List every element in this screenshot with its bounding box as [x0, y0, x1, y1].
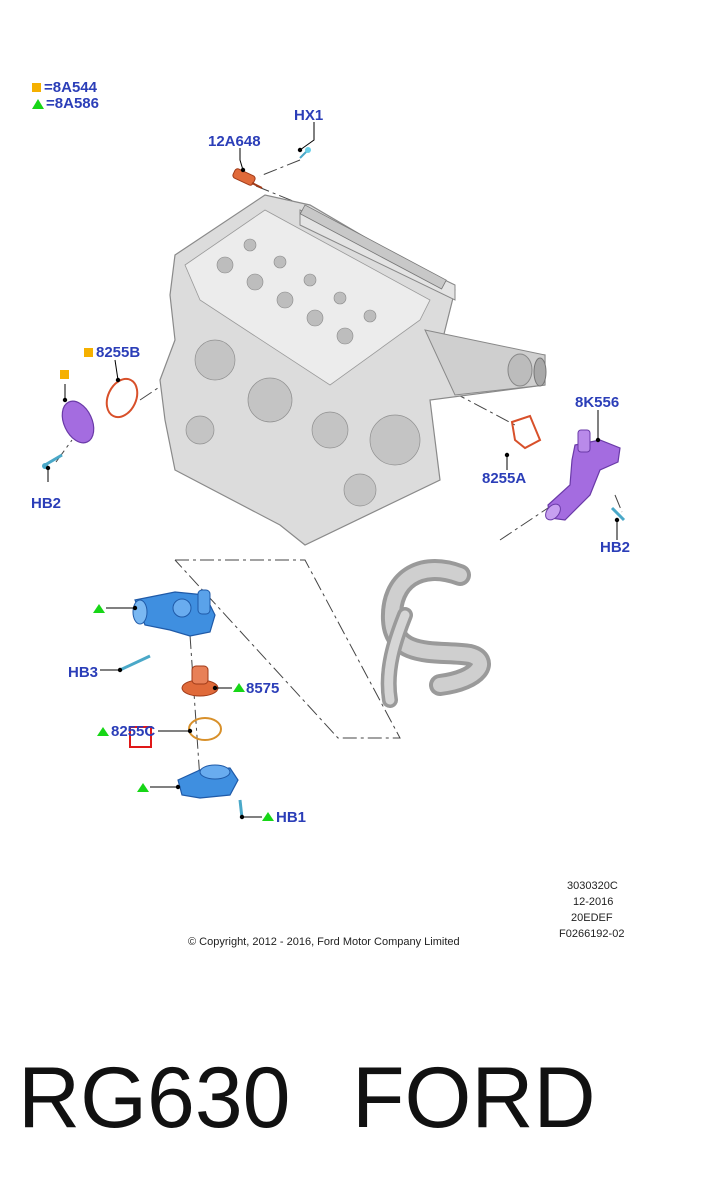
doc-date: 12-2016 [573, 896, 614, 908]
leader-line [189, 634, 201, 781]
label-hb2-right: HB2 [600, 539, 631, 556]
label-8575: 8575 [246, 680, 280, 697]
triangle-marker [93, 604, 105, 613]
label-8k556: 8K556 [575, 394, 620, 411]
bolt-hb2-left [42, 453, 63, 469]
triangle-marker [233, 683, 245, 692]
label-hb2-left: HB2 [31, 495, 62, 512]
triangle-marker [137, 783, 149, 792]
highlight-box [129, 726, 152, 748]
doc-code: 20EDEF [571, 912, 613, 924]
leader-line [429, 379, 516, 426]
brand-name: FORD [352, 1050, 596, 1146]
lower-housing [177, 764, 239, 799]
gasket-8255b [105, 377, 139, 419]
doc-figure: F0266192-02 [559, 928, 625, 940]
square-marker [32, 83, 41, 92]
label-hb1: HB1 [276, 809, 307, 826]
part-number: RG630 [18, 1050, 291, 1146]
leader-line [174, 559, 401, 739]
triangle-marker [262, 812, 274, 821]
triangle-marker [97, 727, 109, 736]
legend-square-code: 8A544 [52, 79, 97, 96]
square-marker [84, 348, 93, 357]
label-hb3: HB3 [68, 664, 99, 681]
doc-ref: 3030320C [567, 880, 618, 892]
outlet-8k556 [545, 429, 621, 521]
thermostat-8575 [181, 665, 219, 697]
label-8255c: 8255C [111, 723, 156, 740]
exploded-parts-diagram [42, 122, 626, 821]
cover-plate [61, 400, 95, 444]
triangle-marker [32, 99, 44, 109]
bolt-hb2-right [610, 506, 626, 522]
sensor-12a648 [232, 168, 263, 189]
engine-block [159, 194, 547, 546]
leader-line [614, 494, 623, 513]
label-12a648: 12A648 [208, 133, 261, 150]
thermostat-housing [132, 589, 216, 637]
bolt-hb3 [119, 654, 151, 672]
pin-hx1 [299, 147, 311, 159]
copyright-text: © Copyright, 2012 - 2016, Ford Motor Com… [188, 936, 460, 948]
label-8255a: 8255A [482, 470, 527, 487]
gasket-8255a [510, 414, 542, 450]
label-hx1: HX1 [294, 107, 324, 124]
legend-square-row: =8A544 [32, 80, 97, 95]
legend-triangle-code: 8A586 [54, 95, 99, 112]
square-marker [60, 370, 69, 379]
leader-line [259, 159, 301, 177]
legend-triangle-row: =8A586 [32, 96, 99, 111]
label-8255b: 8255B [84, 345, 140, 360]
oring-8255c [188, 717, 222, 741]
coolant-hose [380, 559, 491, 708]
